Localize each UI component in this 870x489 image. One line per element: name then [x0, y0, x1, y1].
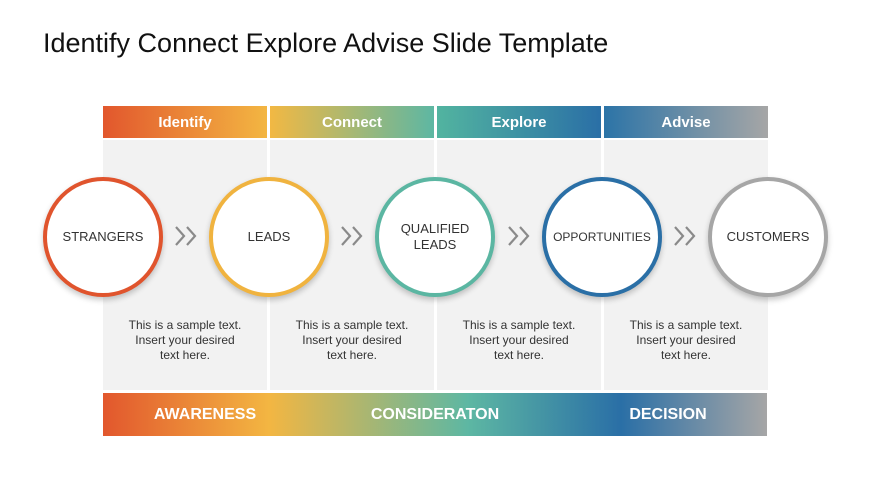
header-explore: Explore	[437, 106, 601, 138]
circle-qualified-leads: QUALIFIED LEADS	[375, 177, 495, 297]
description-identify: This is a sample text. Insert your desir…	[103, 318, 267, 363]
circle-opportunities: OPPORTUNITIES	[542, 177, 662, 297]
stage-awareness: AWARENESS	[153, 405, 257, 423]
description-explore: This is a sample text. Insert your desir…	[437, 318, 601, 363]
double-chevron-right-icon	[674, 226, 696, 246]
stage-consideration: CONSIDERATON	[370, 405, 500, 423]
description-advise: This is a sample text. Insert your desir…	[604, 318, 768, 363]
description-line: This is a sample text.	[462, 318, 576, 332]
stage-decision: DECISION	[629, 405, 707, 423]
slide-title: Identify Connect Explore Advise Slide Te…	[43, 28, 609, 58]
description-line: This is a sample text.	[295, 318, 409, 332]
description-connect: This is a sample text. Insert your desir…	[270, 318, 434, 363]
description-line: text here.	[493, 348, 545, 362]
description-line: Insert your desired	[135, 333, 235, 347]
description-line: This is a sample text.	[629, 318, 743, 332]
circle-strangers: STRANGERS	[43, 177, 163, 297]
double-chevron-right-icon	[175, 226, 197, 246]
header-identify: Identify	[103, 106, 267, 138]
circle-label-qualified-leads: QUALIFIED LEADS	[400, 221, 470, 252]
circle-label-customers: CUSTOMERS	[726, 229, 810, 245]
circle-label-leads: LEADS	[247, 229, 291, 245]
description-line: Insert your desired	[469, 333, 569, 347]
double-chevron-right-icon	[341, 226, 363, 246]
double-chevron-right-icon	[508, 226, 530, 246]
header-connect: Connect	[270, 106, 434, 138]
description-line: text here.	[326, 348, 378, 362]
description-line: This is a sample text.	[128, 318, 242, 332]
circle-customers: CUSTOMERS	[708, 177, 828, 297]
circle-leads: LEADS	[209, 177, 329, 297]
description-line: Insert your desired	[302, 333, 402, 347]
description-line: text here.	[660, 348, 712, 362]
description-line: Insert your desired	[636, 333, 736, 347]
circle-label-opportunities: OPPORTUNITIES	[553, 229, 651, 244]
description-line: text here.	[159, 348, 211, 362]
header-advise: Advise	[604, 106, 768, 138]
funnel-stage-bar: AWARENESS CONSIDERATON DECISION	[103, 393, 767, 436]
circle-label-strangers: STRANGERS	[62, 229, 144, 245]
